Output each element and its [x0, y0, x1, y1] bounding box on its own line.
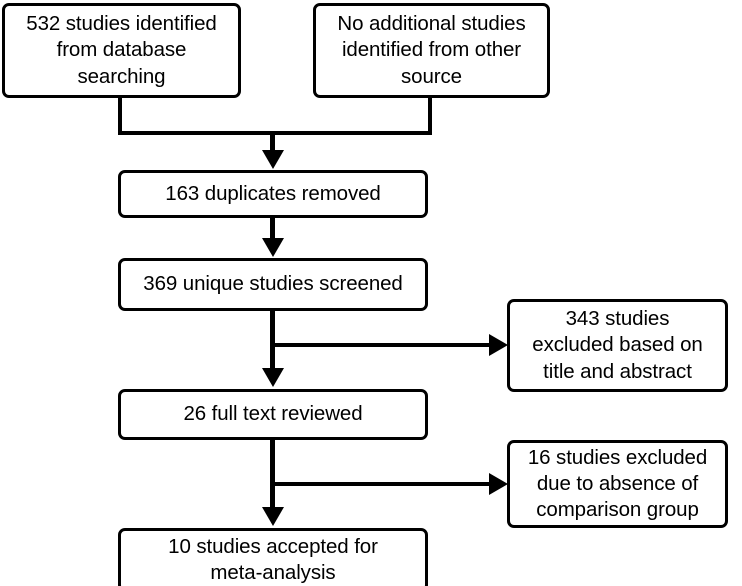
connector-branch-no-comparison — [270, 482, 492, 486]
node-line: title and abstract — [543, 359, 692, 383]
node-line: 163 duplicates removed — [165, 181, 381, 205]
node-line: 26 full text reviewed — [183, 402, 363, 426]
arrow-to-excluded-title-abstract — [489, 334, 508, 356]
node-line: excluded based on — [532, 333, 703, 357]
connector-merge-bar — [118, 131, 432, 135]
node-accepted-meta-analysis: 10 studies accepted for meta-analysis — [118, 528, 428, 586]
connector-screened-to-fulltext — [270, 310, 275, 370]
arrow-to-duplicates — [262, 150, 284, 169]
node-line: comparison group — [536, 498, 699, 522]
node-excluded-title-abstract: 343 studies excluded based on title and … — [507, 299, 728, 392]
connector-branch-title-abstract — [270, 343, 492, 347]
node-full-text-reviewed: 26 full text reviewed — [118, 389, 428, 440]
node-excluded-no-comparison: 16 studies excluded due to absence of co… — [507, 440, 728, 528]
connector-left-drop — [118, 96, 122, 135]
node-database-searching: 532 studies identified from database sea… — [2, 3, 241, 98]
connector-fulltext-to-accepted — [270, 439, 275, 509]
node-line: source — [401, 64, 462, 88]
node-line: 532 studies identified — [26, 12, 217, 36]
connector-duplicates-to-screened — [270, 217, 275, 241]
node-line: searching — [77, 64, 166, 88]
arrow-to-fulltext — [262, 368, 284, 387]
arrow-to-screened — [262, 238, 284, 257]
connector-right-drop — [428, 96, 432, 135]
arrow-to-excluded-no-comparison — [489, 473, 508, 495]
node-unique-screened: 369 unique studies screened — [118, 258, 428, 311]
node-duplicates-removed: 163 duplicates removed — [118, 170, 428, 218]
node-line: identified from other — [341, 38, 522, 62]
node-line: 16 studies excluded — [527, 445, 708, 469]
node-line: due to absence of — [536, 471, 699, 495]
node-line: No additional studies — [337, 12, 526, 36]
node-line: 369 unique studies screened — [143, 272, 403, 296]
node-line: 343 studies — [565, 307, 670, 331]
node-other-source: No additional studies identified from ot… — [313, 3, 550, 98]
node-line: 10 studies accepted for — [168, 534, 378, 558]
arrow-to-accepted — [262, 507, 284, 526]
node-line: meta-analysis — [210, 561, 336, 584]
node-line: from database — [56, 38, 187, 62]
connector-merge-stem — [270, 131, 275, 153]
